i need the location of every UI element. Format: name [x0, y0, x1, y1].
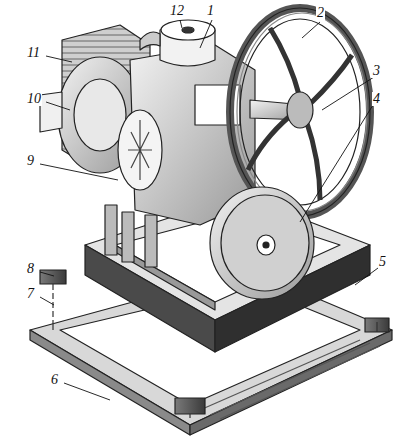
- callout-number: 6: [50, 373, 59, 387]
- callout-number: 8: [26, 262, 35, 276]
- callout-number: 9: [26, 154, 35, 168]
- callout-number: 3: [372, 64, 381, 78]
- callout-number: 12: [169, 4, 185, 18]
- callout-number: 1: [206, 4, 215, 18]
- callout-number: 2: [316, 6, 325, 20]
- callout-number: 4: [372, 92, 381, 106]
- callout-number: 11: [26, 46, 41, 60]
- callout-number: 10: [26, 92, 42, 106]
- callout-number: 5: [378, 255, 387, 269]
- callout-number: 7: [26, 287, 35, 301]
